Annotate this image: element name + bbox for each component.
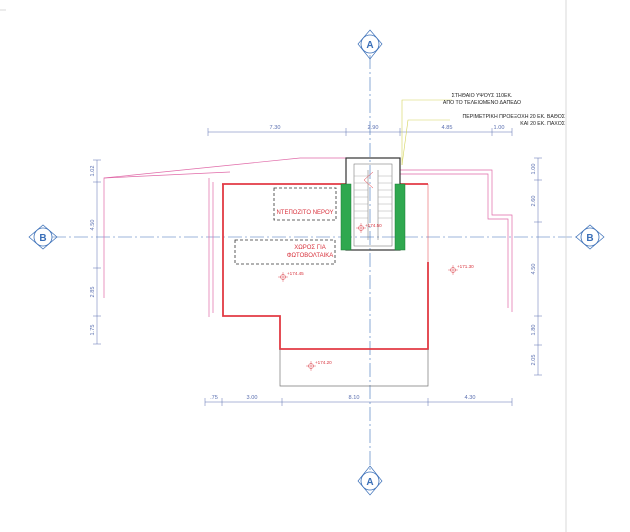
dim-top-3: 4.85 xyxy=(442,125,453,131)
level-main: +174.45 xyxy=(287,271,304,276)
top-dimension-line xyxy=(207,128,513,136)
right-dimension-line xyxy=(534,157,542,376)
pv-area-box xyxy=(234,239,336,265)
note-parapet-2: ΑΠΟ ΤΟ ΤΕΛΕΙΩΜΕΝΟ ΔΑΠΕΔΟ xyxy=(443,100,521,106)
axis-b-right-label: B xyxy=(586,233,593,244)
pv-area-label-2: ΦΩΤΟΒΟΛΤΑΙΚΑ xyxy=(287,253,334,259)
note-leaders xyxy=(401,99,452,166)
dim-top-4: 1.00 xyxy=(494,125,505,131)
roof-outline xyxy=(103,157,513,317)
axis-b-left-label: B xyxy=(39,233,46,244)
stair-core xyxy=(340,157,406,251)
dim-right-4: 1.80 xyxy=(531,325,537,336)
bottom-dimension-line xyxy=(204,398,513,406)
bottom-terrace-outline xyxy=(279,349,429,387)
left-dimension-line xyxy=(93,159,101,345)
dim-top-1: 7.30 xyxy=(270,125,281,131)
level-marker-bottom: +174.20 xyxy=(306,360,332,371)
dim-left-3: 2.85 xyxy=(90,287,96,298)
dim-bottom-1: .75 xyxy=(210,395,218,401)
level-stair: +174.50 xyxy=(365,223,382,228)
dim-bottom-3: 8.10 xyxy=(349,395,360,401)
dim-bottom-4: 4.30 xyxy=(465,395,476,401)
dim-right-5: 2.05 xyxy=(531,355,537,366)
note-protrusion-1: ΠΕΡΙΜΕΤΡΙΚΗ ΠΡΟΕΞΟΧΗ 20 ΕΚ. ΒΑΘΟΣ xyxy=(463,114,565,120)
note-parapet-1: ΣΤΗΘΑΙΟ ΥΨΟΥΣ 110ΕΚ. xyxy=(452,93,513,99)
axis-a-top-label: A xyxy=(366,40,373,51)
dim-left-2: 4.50 xyxy=(90,220,96,231)
dim-top-2: 2.90 xyxy=(368,125,379,131)
axis-bubble-b-left: B xyxy=(28,224,58,250)
dim-right-3: 4.50 xyxy=(531,264,537,275)
level-bottom: +174.20 xyxy=(315,360,332,365)
dim-bottom-2: 3.00 xyxy=(247,395,258,401)
axis-bubble-a-bottom: A xyxy=(357,465,383,496)
axis-bubble-a-top: A xyxy=(357,29,383,60)
dim-right-1: 1.00 xyxy=(531,164,537,175)
water-tank-box xyxy=(273,187,337,221)
pv-area-label-1: ΧΩΡΟΣ ΓΙΑ xyxy=(294,245,326,251)
level-right: +171.30 xyxy=(457,264,474,269)
dim-left-1: 1.02 xyxy=(90,166,96,177)
dim-right-2: 2.60 xyxy=(531,196,537,207)
dim-left-4: 1.75 xyxy=(90,325,96,336)
axis-a-bottom-label: A xyxy=(366,477,373,488)
axis-bubble-b-right: B xyxy=(575,224,605,250)
level-marker-stair: +174.50 xyxy=(356,223,382,233)
level-marker-right: +171.30 xyxy=(448,264,474,275)
water-tank-label: ΝΤΕΠΟΖΙΤΟ ΝΕΡΟΥ xyxy=(276,210,333,216)
axis-lines xyxy=(52,55,580,478)
level-marker-main: +174.45 xyxy=(278,271,304,282)
note-protrusion-2: ΚΑΙ 20 ΕΚ. ΠΑΧΟΣ xyxy=(520,121,565,127)
